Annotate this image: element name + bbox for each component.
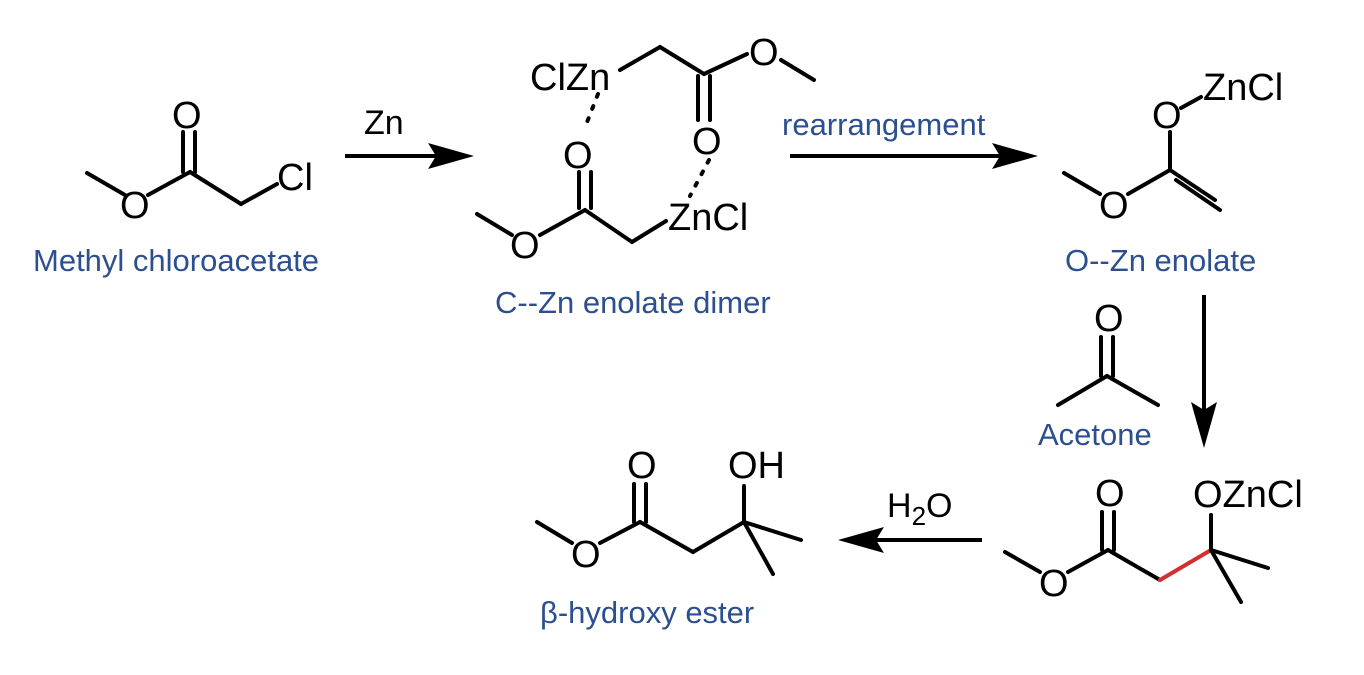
o-zn-enolate-structure: O ZnCl O: [1062, 67, 1283, 227]
reagent-rearrangement: rearrangement: [782, 107, 986, 142]
atom-o-carbonyl: O: [172, 95, 202, 137]
zinc-alkoxide-intermediate-structure: O O OZnCl: [1003, 473, 1303, 605]
arrow-rearrangement: [790, 143, 1038, 169]
reagent-water: H2O: [887, 487, 952, 531]
arrow-hydrolysis: [838, 527, 982, 553]
label-c-zn-enolate-dimer: C--Zn enolate dimer: [495, 285, 771, 320]
atom-o-enolate: O: [1152, 95, 1182, 137]
atom-cl: Cl: [277, 157, 313, 199]
atom-o-ester-product: O: [571, 534, 601, 576]
atom-o-ester-upper: O: [749, 32, 779, 74]
label-methyl-chloroacetate: Methyl chloroacetate: [33, 243, 319, 278]
reagent-zinc: Zn: [364, 104, 404, 142]
atom-clzn: ClZn: [530, 57, 610, 99]
atom-o-ester-lower: O: [510, 225, 540, 267]
beta-hydroxy-ester-structure: O O OH: [535, 445, 803, 576]
atom-o-acetone: O: [1094, 298, 1124, 340]
atom-zncl-enolate: ZnCl: [1203, 67, 1283, 109]
methyl-chloroacetate-structure: O O Cl: [85, 95, 313, 227]
atom-o-carbonyl-lower: O: [563, 135, 593, 177]
atom-ozncl: OZnCl: [1193, 474, 1303, 516]
atom-o-carbonyl-upper: O: [692, 121, 722, 163]
atom-o-ester-enolate: O: [1099, 185, 1129, 227]
arrow-acetone-addition: [1191, 295, 1217, 448]
arrow-zinc: [345, 143, 474, 169]
atom-oh: OH: [728, 445, 785, 487]
new-c-c-bond: [1158, 548, 1213, 582]
atom-o-ester-intermediate: O: [1039, 563, 1069, 605]
c-zn-enolate-dimer-structure: ClZn O O O O ZnCl: [475, 32, 816, 267]
atom-o-carbonyl-product: O: [627, 445, 657, 487]
atom-o-carbonyl-intermediate: O: [1095, 473, 1125, 515]
label-beta-hydroxy-ester: β-hydroxy ester: [540, 595, 754, 630]
label-o-zn-enolate: O--Zn enolate: [1065, 243, 1256, 278]
acetone-structure: O: [1056, 298, 1160, 407]
atom-zncl: ZnCl: [668, 197, 748, 239]
atom-o-ester: O: [120, 185, 150, 227]
label-acetone: Acetone: [1038, 417, 1152, 452]
